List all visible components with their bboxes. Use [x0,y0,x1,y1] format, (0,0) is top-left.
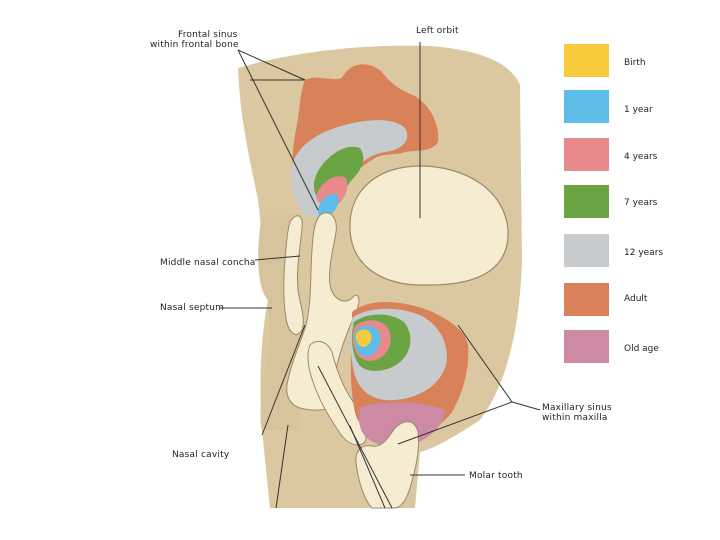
label-middle-nasal-concha: Middle nasal concha [160,258,256,268]
legend-swatch-adult [564,283,609,316]
legend-label-birth: Birth [624,58,646,68]
legend-swatch-birth [564,44,609,77]
middle-nasal-concha-structure [283,215,304,335]
legend-swatch-old-age [564,330,609,363]
legend-swatch-7-years [564,185,609,218]
inferior-nasal-structure [307,341,367,446]
leader-maxillary-a [457,324,513,403]
frontal-sinus-1y [317,193,339,216]
maxillary-sinus-birth [355,329,372,347]
label-left-orbit: Left orbit [416,26,459,36]
leader-lines [220,42,541,509]
label-frontal-sinus-line2: within frontal bone [150,40,239,50]
leader-maxillary-b [397,401,513,445]
leader-maxillary-c [511,401,541,411]
leader-middle-concha [254,255,301,261]
legend-label-1-year: 1 year [624,105,653,115]
leader-frontal-sinus-a [237,49,306,81]
leader-nasal-cavity-a [261,324,306,436]
legend-swatch-1-year [564,90,609,123]
label-molar-tooth: Molar tooth [469,471,523,481]
leader-nasal-cavity-b [275,424,289,509]
leader-frontal-sinus-b [237,49,319,211]
left-orbit [349,165,509,286]
molar-tooth [355,421,419,509]
legend-label-7-years: 7 years [624,198,658,208]
legend-label-adult: Adult [624,294,648,304]
leader-molar-c [349,425,386,509]
label-nasal-cavity: Nasal cavity [172,450,230,460]
legend-label-12-years: 12 years [624,248,664,258]
label-maxillary-sinus-line1: Maxillary sinus [542,403,612,413]
legend-label-4-years: 4 years [624,152,658,162]
legend-swatch-12-years [564,234,609,267]
legend-label-old-age: Old age [624,344,659,354]
legend-swatch-4-years [564,138,609,171]
label-maxillary-sinus-line2: within maxilla [542,413,608,423]
label-frontal-sinus-line1: Frontal sinus [178,30,238,40]
label-nasal-septum: Nasal septum [160,303,225,313]
